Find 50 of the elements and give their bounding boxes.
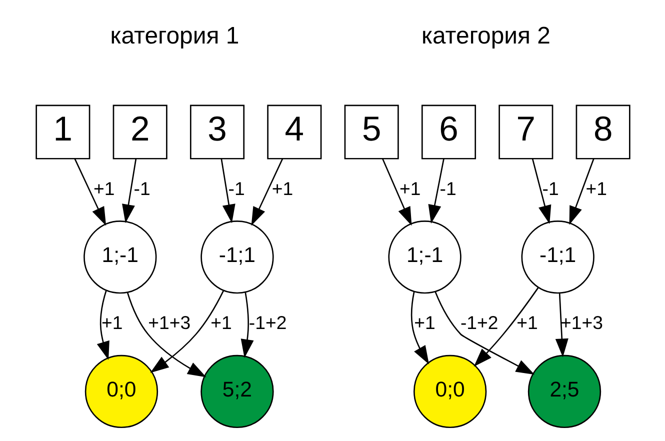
arrow	[150, 290, 224, 373]
arrow	[126, 292, 206, 378]
edge-label: -1+2	[248, 312, 286, 334]
node-circle: 0;0	[84, 354, 158, 428]
node-box: 4	[266, 104, 322, 160]
arrow	[434, 292, 534, 375]
arrow	[568, 158, 594, 225]
edge-label: +1	[101, 312, 122, 334]
arrow	[428, 158, 444, 224]
node-circle: -1;1	[200, 220, 274, 294]
node-circle: 0;0	[412, 354, 486, 428]
arrow	[473, 287, 538, 367]
arrow	[240, 292, 254, 358]
arrow	[410, 292, 429, 364]
arrow	[531, 158, 551, 224]
edge-label: +1	[93, 178, 114, 199]
label: категория 2	[421, 22, 550, 50]
node-box: 5	[344, 104, 398, 160]
edge-label: +1	[414, 312, 435, 334]
node-circle: 2;5	[527, 354, 601, 428]
node-box: 1	[35, 104, 90, 160]
edge-label: +1	[516, 312, 538, 334]
edge-label: -1+2	[460, 312, 498, 334]
edge-label: +1+3	[560, 312, 603, 334]
edge-label: -1	[133, 178, 150, 199]
node-circle: -1;1	[520, 220, 594, 294]
node-circle: 5;2	[200, 354, 274, 428]
edge-label: +1	[210, 312, 232, 334]
edge-label: +1	[585, 178, 607, 199]
arrow	[122, 158, 136, 224]
node-circle: 1;-1	[388, 220, 461, 294]
node-box: 7	[498, 104, 553, 160]
arrow	[74, 158, 106, 226]
arrow	[382, 158, 412, 226]
edge-label: -1	[542, 178, 558, 199]
arrow	[250, 158, 283, 226]
edge-label: +1	[271, 178, 293, 199]
label: категория 1	[110, 22, 239, 50]
node-box: 3	[189, 104, 244, 160]
edge-label: -1	[228, 178, 244, 199]
node-box: 8	[575, 104, 630, 160]
node-circle: 1;-1	[83, 220, 156, 294]
edge-label: +1+3	[148, 312, 190, 334]
node-box: 6	[420, 104, 476, 160]
edge-label: +1	[399, 178, 420, 199]
arrow	[220, 158, 235, 224]
edge-label: -1	[439, 178, 456, 199]
arrow	[96, 290, 109, 360]
arrow	[554, 292, 568, 358]
node-box: 2	[112, 104, 167, 160]
